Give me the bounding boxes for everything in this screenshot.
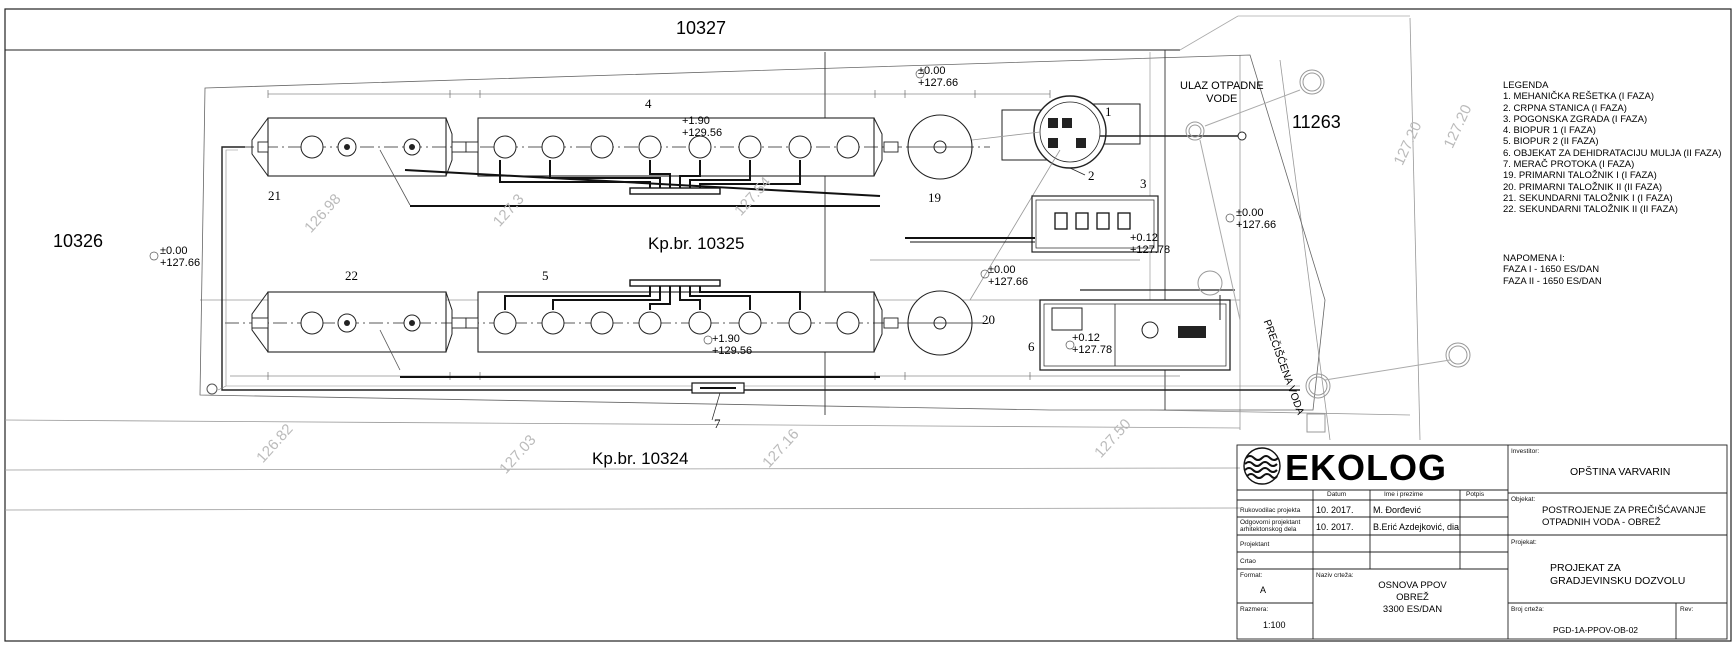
item-6: 6	[1028, 339, 1035, 354]
row-role: Crtao	[1240, 558, 1256, 565]
legend-item: 19. PRIMARNI TALOŽNIK I (I FAZA)	[1503, 170, 1657, 182]
legend-item: 5. BIOPUR 2 (II FAZA)	[1503, 136, 1599, 148]
sheet-frame	[4, 8, 1732, 642]
item-7: 7	[714, 416, 721, 431]
level-a: ±0.00+127.66	[160, 245, 201, 269]
format-value: A	[1260, 585, 1267, 595]
scale-label: Razmera:	[1240, 606, 1269, 613]
site-boundary	[199, 54, 1326, 411]
investor: OPŠTINA VARVARIN	[1570, 466, 1671, 478]
project-label: Projekat:	[1511, 539, 1537, 546]
legend-item: 3. POGONSKA ZGRADA (I FAZA)	[1503, 113, 1648, 125]
item-5: 5	[542, 268, 549, 283]
object-label: Objekat:	[1511, 496, 1536, 503]
header-date: Datum	[1327, 491, 1347, 498]
format-label: Format:	[1240, 572, 1263, 579]
legend-item: 6. OBJEKAT ZA DEHIDRATACIJU MULJA (II FA…	[1503, 147, 1722, 159]
drawing-no-label: Broj crteža:	[1511, 606, 1544, 613]
note-item: FAZA I - 1650 ES/DAN	[1503, 264, 1600, 276]
drawing-name-label: Naziv crteža:	[1316, 572, 1354, 579]
parcel-bottom: Kp.br. 10324	[592, 449, 689, 468]
level-c: ±0.00+127.66	[1236, 207, 1277, 231]
legend-title: LEGENDA	[1503, 80, 1549, 91]
investor-label: Investitor:	[1511, 448, 1540, 455]
parcel-top: 10327	[676, 18, 727, 38]
operations-building	[1031, 195, 1159, 253]
note-item: FAZA II - 1650 ES/DAN	[1503, 275, 1602, 287]
legend-item: 7. MERAČ PROTOKA (I FAZA)	[1503, 159, 1635, 171]
item-19: 19	[928, 190, 941, 205]
item-22: 22	[345, 268, 358, 283]
row-date: 10. 2017.	[1316, 505, 1354, 515]
scale-value: 1:100	[1263, 620, 1286, 630]
legend: LEGENDA 1. MEHANIČKA REŠETKA (I FAZA) 2.…	[1503, 80, 1721, 216]
level-h: +0.12+127.78	[1072, 332, 1113, 356]
legend-item: 1. MEHANIČKA REŠETKA (I FAZA)	[1503, 91, 1654, 103]
header-sign: Potpis	[1466, 491, 1485, 498]
legend-item: 2. CRPNA STANICA (I FAZA)	[1503, 102, 1627, 114]
legend-item: 20. PRIMARNI TALOŽNIK II (II FAZA)	[1503, 181, 1663, 193]
row-name: B.Erić Azdejković, dia	[1373, 522, 1460, 532]
biopur-2	[477, 291, 875, 353]
item-2: 2	[1088, 168, 1095, 183]
legend-item: 22. SEKUNDARNI TALOŽNIK II (II FAZA)	[1503, 204, 1678, 216]
item-20: 20	[982, 312, 995, 327]
legend-notes: NAPOMENA I: FAZA I - 1650 ES/DAN FAZA II…	[1503, 253, 1602, 287]
header-name: Ime i prezime	[1384, 491, 1424, 498]
row-date: 10. 2017.	[1316, 522, 1354, 532]
parcel-right: 11263	[1292, 112, 1341, 132]
title-block	[1236, 444, 1728, 640]
level-d: ±0.00+127.66	[988, 264, 1029, 288]
row-role: Rukovodilac projekta	[1240, 507, 1301, 514]
parcel-left: 10326	[53, 231, 104, 251]
note-title: NAPOMENA I:	[1503, 253, 1565, 264]
level-e: +1.90+129.56	[682, 115, 723, 139]
rev-label: Rev:	[1680, 606, 1694, 613]
parcel-center: Kp.br. 10325	[648, 234, 745, 253]
item-3: 3	[1140, 176, 1147, 191]
row-role: Odgovorni projektant arhitektonskog dela	[1240, 519, 1301, 533]
level-f: +1.90+129.56	[712, 333, 753, 357]
logo-text: EKOLOG	[1285, 447, 1448, 488]
ekolog-logo-icon	[1243, 447, 1281, 485]
level-g: +0.12+127.78	[1130, 232, 1171, 256]
drawing-no: PGD-1A-PPOV-OB-02	[1553, 625, 1639, 635]
legend-item: 4. BIOPUR 1 (I FAZA)	[1503, 125, 1596, 137]
row-name: M. Đorđević	[1373, 505, 1422, 515]
item-4: 4	[645, 96, 652, 111]
item-1: 1	[1105, 104, 1112, 119]
row-role: Projektant	[1240, 541, 1270, 548]
level-b: ±0.00+127.66	[918, 65, 959, 89]
legend-item: 21. SEKUNDARNI TALOŽNIK I (I FAZA)	[1503, 192, 1673, 204]
pump-station	[1033, 95, 1107, 169]
item-21: 21	[268, 188, 281, 203]
